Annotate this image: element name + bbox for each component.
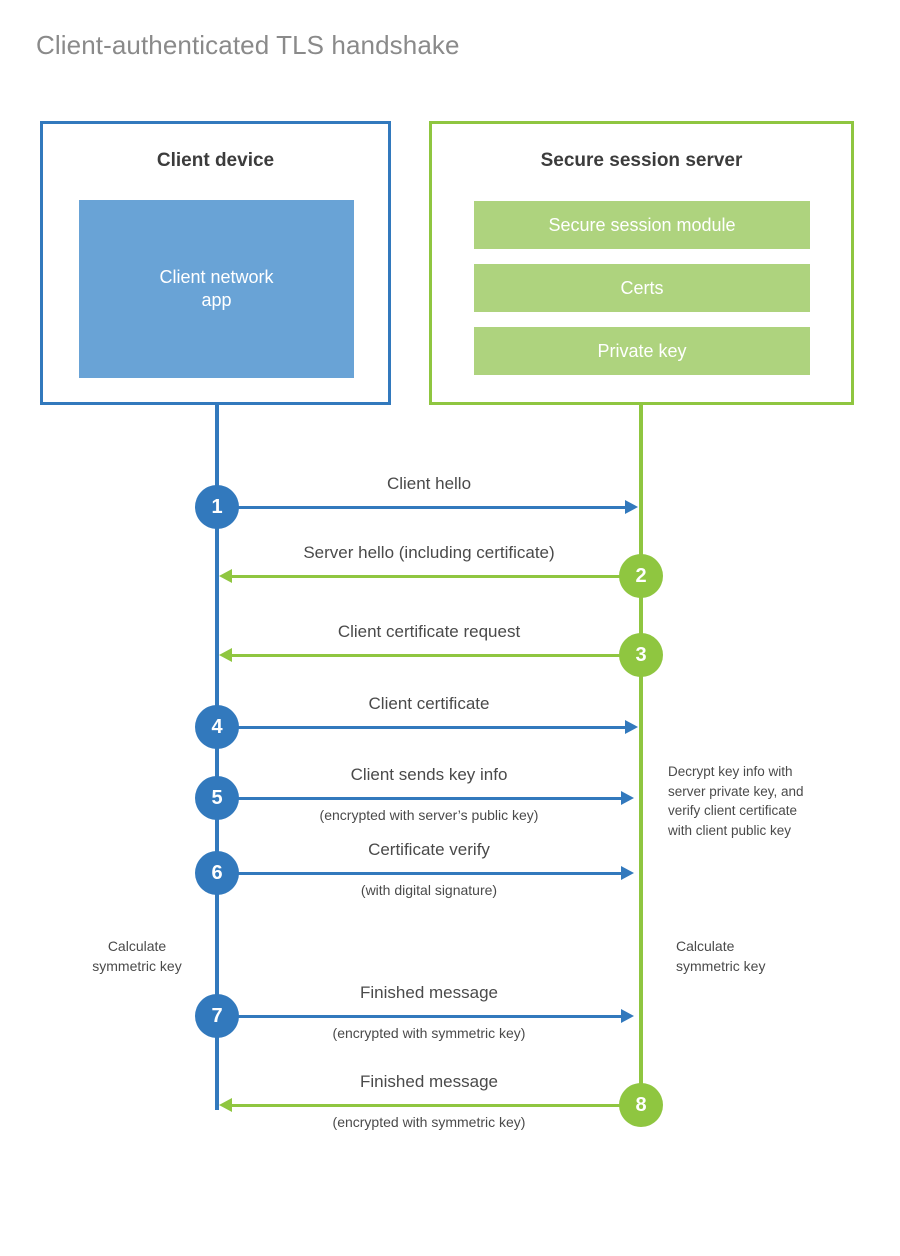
note-client-symmetric-line2: symmetric key [92, 958, 182, 975]
message-label-4: Client certificate [368, 694, 490, 713]
server-component-certs: Certs [474, 264, 810, 312]
step-circle-2[interactable]: 2 [619, 554, 663, 598]
note-decrypt-line2: server private key, and [668, 783, 804, 799]
client-device-title: Client device [156, 150, 275, 171]
arrow-head-1 [625, 500, 638, 514]
step-circle-7[interactable]: 7 [195, 994, 239, 1038]
message-sublabel-7: (encrypted with symmetric key) [332, 1025, 526, 1041]
note-decrypt-line1: Decrypt key info with [668, 764, 793, 779]
arrow-head-7 [621, 1009, 634, 1023]
page-title: Client-authenticated TLS handshake [36, 30, 460, 60]
note-server-calculate-symmetric-key: Calculate symmetric key [676, 936, 846, 977]
message-label-7: Finished message [360, 983, 498, 1002]
note-client-symmetric-line1: Calculate [107, 938, 167, 954]
message-label-5: Client sends key info [350, 765, 508, 784]
note-server-symmetric-line1: Calculate [676, 938, 735, 954]
message-label-3: Client certificate request [337, 622, 521, 641]
arrow-head-8 [219, 1098, 232, 1112]
message-sublabel-8: (encrypted with symmetric key) [332, 1114, 526, 1130]
server-lifeline [639, 404, 643, 1106]
arrow-head-4 [625, 720, 638, 734]
message-label-1: Client hello [386, 474, 472, 493]
note-decrypt-line3: verify client certificate [668, 803, 798, 819]
arrow-line-4 [217, 726, 625, 729]
arrow-head-3 [219, 648, 232, 662]
message-label-2: Server hello (including certificate) [303, 543, 555, 562]
note-server-symmetric-line2: symmetric key [676, 958, 766, 975]
arrow-line-5 [217, 797, 621, 800]
note-client-calculate-symmetric-key: Calculate symmetric key [62, 936, 212, 977]
arrow-line-3 [232, 654, 641, 657]
arrow-line-6 [217, 872, 621, 875]
step-circle-1[interactable]: 1 [195, 485, 239, 529]
step-circle-3[interactable]: 3 [619, 633, 663, 677]
arrow-head-2 [219, 569, 232, 583]
arrow-head-6 [621, 866, 634, 880]
client-device-box: Client device Client network app [40, 121, 391, 405]
arrow-line-7 [217, 1015, 621, 1018]
arrow-head-5 [621, 791, 634, 805]
step-circle-4[interactable]: 4 [195, 705, 239, 749]
step-circle-6[interactable]: 6 [195, 851, 239, 895]
client-app-label-line1: Client network [159, 266, 274, 287]
message-label-8: Finished message [360, 1072, 498, 1091]
client-network-app-block: Client network app [79, 200, 354, 378]
message-label-6: Certificate verify [368, 840, 490, 859]
note-decrypt-line4: with client public key [668, 822, 792, 838]
arrow-line-8 [232, 1104, 641, 1107]
step-circle-8[interactable]: 8 [619, 1083, 663, 1127]
arrow-line-2 [232, 575, 641, 578]
server-component-private-key: Private key [474, 327, 810, 375]
message-sublabel-5: (encrypted with server’s public key) [319, 807, 539, 823]
server-component-secure-session-module: Secure session module [474, 201, 810, 249]
arrow-line-1 [217, 506, 625, 509]
note-decrypt-key-info: Decrypt key info with server private key… [668, 762, 838, 840]
client-app-label-line2: app [201, 290, 232, 310]
secure-session-server-title: Secure session server [540, 150, 743, 171]
client-lifeline [215, 404, 219, 1110]
step-circle-5[interactable]: 5 [195, 776, 239, 820]
secure-session-server-box: Secure session server Secure session mod… [429, 121, 854, 405]
message-sublabel-6: (with digital signature) [360, 882, 498, 898]
